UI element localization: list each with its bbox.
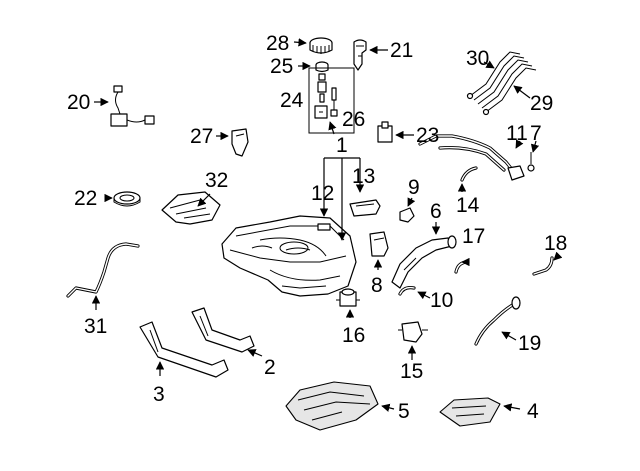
part-25-gasket [315, 61, 329, 73]
callout-5: 5 [398, 400, 410, 423]
callout-21: 21 [390, 39, 413, 62]
part-18-hose [532, 256, 554, 276]
part-22-grommet [113, 191, 141, 207]
callout-1: 1 [336, 134, 348, 157]
callout-15: 15 [400, 360, 423, 383]
part-19-hose [474, 296, 521, 346]
callout-31: 31 [84, 315, 107, 338]
part-15-valve [398, 321, 428, 343]
callout-13: 13 [352, 165, 375, 188]
part-14-hose [460, 166, 478, 182]
part-27-bracket [231, 128, 249, 157]
callout-11: 11 [506, 122, 528, 145]
part-6-filler-pipe [391, 235, 457, 289]
callout-23: 23 [416, 124, 439, 147]
callout-30: 30 [466, 47, 489, 70]
part-23-bracket [377, 121, 393, 143]
part-2-strap [191, 307, 255, 353]
part-7-bolt [527, 152, 535, 172]
callout-26: 26 [342, 108, 365, 131]
part-17-hose [454, 260, 470, 274]
part-20-sensor [110, 85, 155, 127]
callout-3: 3 [153, 383, 165, 406]
callout-29: 29 [530, 92, 553, 115]
part-24-frame [308, 67, 355, 134]
part-32-protector [161, 191, 221, 225]
callout-8: 8 [371, 274, 383, 297]
callout-16: 16 [342, 324, 365, 347]
callout-32: 32 [205, 169, 228, 192]
part-31-hose [66, 242, 140, 298]
part-10-hose [398, 286, 416, 296]
part-11-tube [418, 134, 525, 181]
callout-12: 12 [311, 182, 334, 205]
part-13-bracket [349, 199, 381, 217]
part-fuel-tank [221, 215, 357, 297]
callout-7: 7 [530, 122, 542, 145]
callout-18: 18 [544, 232, 567, 255]
part-28-fuel-cap [309, 37, 333, 54]
part-8-valve [369, 231, 389, 257]
part-3-strap [139, 321, 229, 378]
part-5-skid-plate [285, 381, 379, 431]
callout-19: 19 [518, 332, 541, 355]
part-4-protector [439, 397, 501, 427]
part-12-clip [317, 223, 331, 231]
callout-4: 4 [527, 400, 539, 423]
callout-24: 24 [280, 89, 304, 112]
callout-2: 2 [264, 356, 276, 379]
part-16-valve [336, 288, 360, 307]
callout-28: 28 [266, 32, 289, 55]
callout-20: 20 [67, 91, 90, 114]
callout-17: 17 [462, 225, 485, 248]
part-29-30-fuel-lines [466, 51, 537, 116]
part-26-sender [330, 87, 338, 117]
callout-6: 6 [430, 200, 442, 223]
callout-22: 22 [74, 187, 97, 210]
callout-27: 27 [190, 125, 213, 148]
callout-9: 9 [408, 176, 420, 199]
callout-25: 25 [270, 55, 293, 78]
part-21-filler-neck [353, 39, 367, 71]
callout-10: 10 [430, 289, 453, 312]
part-9-clip [399, 207, 415, 223]
callout-14: 14 [456, 194, 480, 217]
callout-numbers: 1 2 3 4 5 6 7 8 9 10 11 12 13 14 15 16 1… [67, 32, 567, 423]
leader-lines [91, 38, 563, 412]
